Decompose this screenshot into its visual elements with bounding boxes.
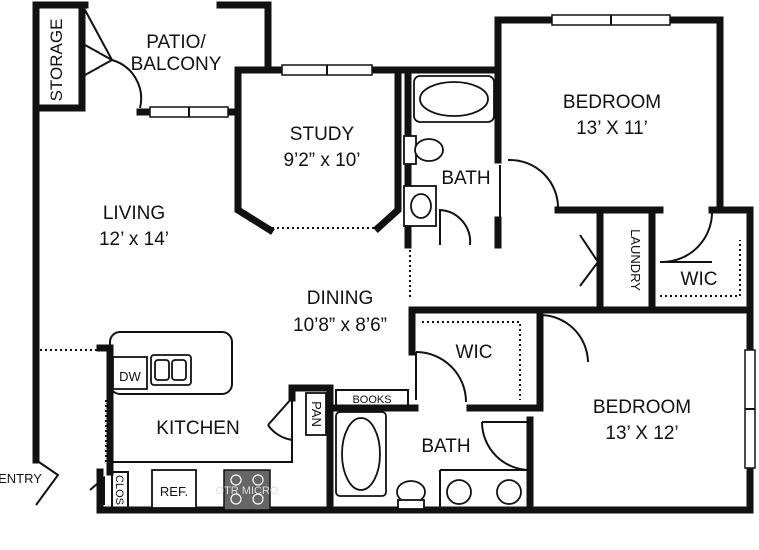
- living-name: LIVING: [103, 203, 165, 224]
- study-dims: 9’2” x 10’: [283, 150, 360, 171]
- pan-label: PAN: [309, 401, 324, 427]
- fixtures: [112, 75, 522, 511]
- dining-dims: 10’8” x 8’6”: [293, 315, 387, 336]
- bedroom-upper-dims: 13’ X 11’: [576, 118, 648, 139]
- bedroom-lower-dims: 13’ X 12’: [605, 423, 678, 444]
- entry-label: ENTRY: [0, 471, 42, 486]
- windows: [149, 14, 756, 469]
- kitchen-label: KITCHEN: [156, 418, 239, 439]
- dining-name: DINING: [307, 288, 374, 309]
- dishwasher-icon: [112, 356, 148, 390]
- wic-right-label: WIC: [681, 269, 718, 290]
- doors: [35, 9, 714, 506]
- sink-lower-right-icon: [496, 479, 522, 505]
- pantry-shelf: [305, 392, 327, 436]
- dw-label: DW: [119, 369, 141, 384]
- bedroom-lower-name: BEDROOM: [593, 397, 691, 418]
- bedroom-upper-name: BEDROOM: [563, 92, 661, 113]
- patio-label-line2: BALCONY: [131, 54, 222, 75]
- laundry-label: LAUNDRY: [628, 229, 643, 291]
- patio-label-line1: PATIO/: [146, 32, 206, 53]
- bath-upper-label: BATH: [441, 168, 490, 189]
- refrigerator-icon: [151, 469, 197, 509]
- thin-lines: [40, 227, 741, 511]
- storage-label: STORAGE: [47, 19, 66, 102]
- books-label: BOOKS: [352, 394, 391, 406]
- wic-center-label: WIC: [456, 342, 493, 363]
- sink-lower-left-icon: [446, 479, 472, 505]
- ref-label: REF.: [160, 484, 188, 499]
- labels: STORAGE PATIO/ BALCONY STUDY 9’2” x 10’ …: [0, 19, 717, 505]
- living-dims: 12’ x 14’: [99, 229, 169, 250]
- microwave-label: OTR MICRO: [216, 485, 279, 497]
- clos-label: CLOS: [113, 475, 125, 505]
- study-name: STUDY: [290, 124, 355, 145]
- bath-lower-label: BATH: [421, 436, 470, 457]
